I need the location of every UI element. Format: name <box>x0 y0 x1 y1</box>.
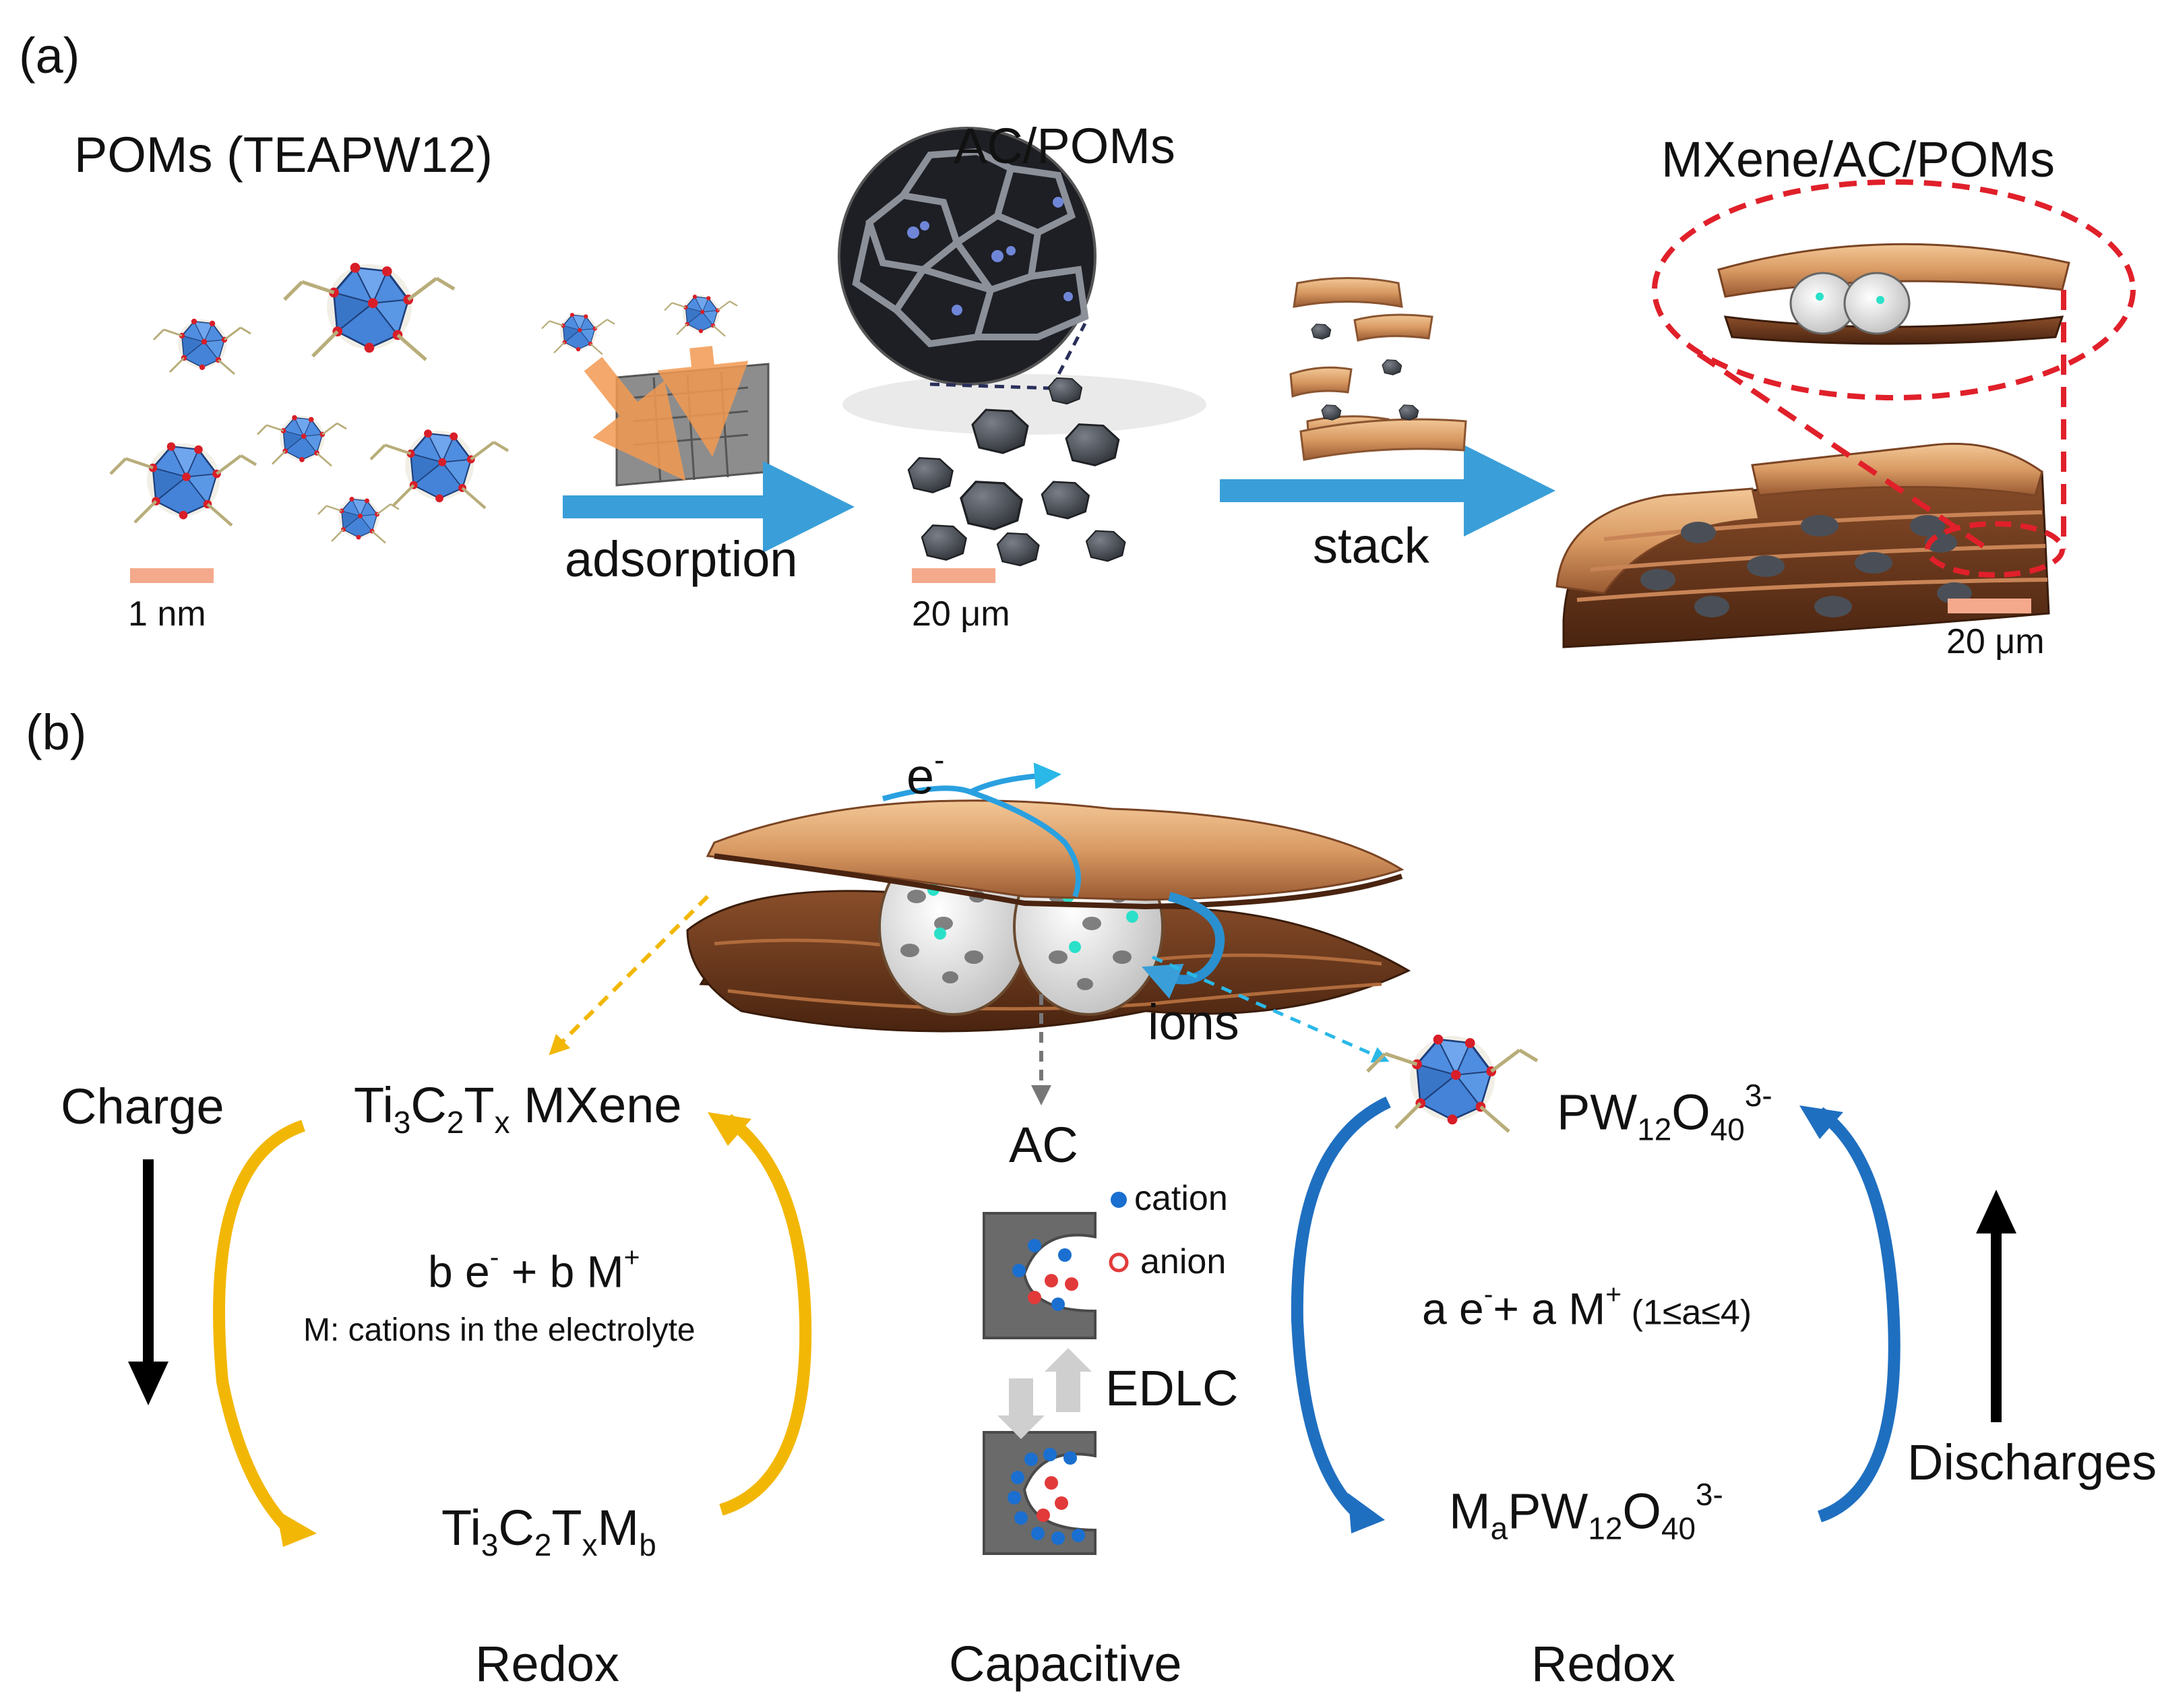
scale-bar-ac <box>912 568 995 583</box>
panel-a-label: (a) <box>19 28 80 84</box>
scale-bar-1nm <box>130 568 214 583</box>
cation-legend-label: cation <box>1134 1179 1228 1218</box>
stage-title-ac-poms: AC/POMs <box>954 118 1175 174</box>
ions-arrow <box>1142 892 1225 999</box>
panel-b-label: (b) <box>26 704 87 760</box>
electron-label: e- <box>906 742 945 805</box>
mxene-top-sheet <box>706 799 1404 901</box>
mxene-oxidized-formula: Ti3C2Tx MXene <box>354 1077 682 1140</box>
pom-oxidized-formula: PW12O403- <box>1557 1078 1772 1147</box>
charge-label: Charge <box>61 1078 224 1134</box>
pom-mode-label: Redox <box>1531 1636 1675 1692</box>
mxene-reaction-electrons: b e- + b M+ <box>428 1242 640 1297</box>
leader-lines <box>549 894 1390 1105</box>
mxene-redox-cycle <box>213 1112 812 1547</box>
edlc-scheme <box>983 1212 1097 1555</box>
scale-bars <box>130 568 2031 613</box>
charge-arrow <box>128 1159 168 1405</box>
discharge-arrow <box>1976 1190 2016 1422</box>
pw12-molecule <box>1367 1035 1537 1132</box>
pom-reduced-formula: MaPW12O403- <box>1449 1477 1723 1546</box>
scale-bar-mxene <box>1948 599 2031 613</box>
pom-redox-cycle <box>1291 1096 1901 1533</box>
stage-title-mxene-ac-poms: MXene/AC/POMs <box>1661 131 2055 187</box>
step-label-stack: stack <box>1313 518 1429 574</box>
pom-clusters <box>111 263 508 544</box>
stage-title-poms: POMs (TEAPW12) <box>74 127 493 183</box>
adsorption-scheme <box>540 293 770 487</box>
mxene-reaction-note: M: cations in the electrolyte <box>303 1312 696 1348</box>
carbon-particles <box>907 408 1126 567</box>
stack-sheets <box>1289 277 1467 461</box>
scale-label-ac: 20 μm <box>912 594 1010 634</box>
ac-title: AC <box>1009 1117 1078 1173</box>
anion-legend-dot <box>1109 1252 1129 1273</box>
zoom-callout <box>1652 179 2136 578</box>
mxene-sandwich <box>686 799 1411 1033</box>
mxene-mode-label: Redox <box>475 1636 619 1692</box>
scale-label-mxene: 20 μm <box>1946 622 2045 661</box>
edlc-label: EDLC <box>1105 1360 1239 1416</box>
process-arrows <box>563 445 1555 553</box>
ac-mode-label: Capacitive <box>949 1636 1182 1692</box>
cation-legend-dot <box>1111 1192 1127 1208</box>
scale-label-1nm: 1 nm <box>128 594 206 634</box>
anion-legend-label: anion <box>1140 1242 1227 1281</box>
step-label-adsorption: adsorption <box>565 531 798 587</box>
ions-label: ions <box>1148 994 1239 1050</box>
pom-reaction-electrons: a e-+ a M+ (1≤a≤4) <box>1422 1279 1752 1334</box>
mxene-reduced-formula: Ti3C2TxMb <box>441 1500 656 1563</box>
electron-path <box>882 762 1081 898</box>
ac-pom-zoom <box>838 127 1206 435</box>
mxene-film <box>1555 442 2050 648</box>
discharge-label: Discharges <box>1907 1434 2157 1490</box>
